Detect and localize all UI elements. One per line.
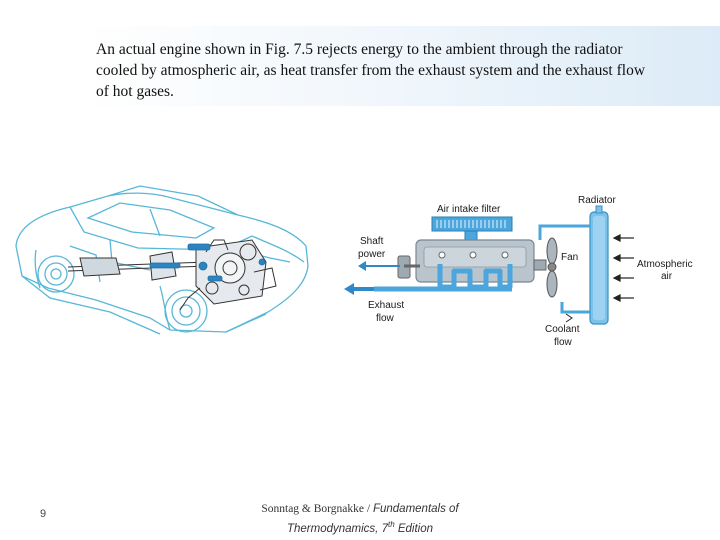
footer-separator: / (364, 503, 373, 515)
radiator-core (593, 216, 605, 320)
footer-title-line1: Fundamentals of (372, 503, 459, 515)
label-exhaust-flow-line1: Exhaust (368, 300, 404, 311)
caption-line-3: of hot gases. (96, 83, 174, 100)
car-engine-blue-parts (149, 243, 266, 282)
coolant-hose-top (538, 224, 590, 240)
caption-banner (80, 26, 720, 106)
fan-hub (533, 259, 547, 271)
air-intake-filter-box (431, 216, 513, 232)
radiator-cap (595, 205, 603, 214)
caption-text: An actual engine shown in Fig. 7.5 rejec… (96, 39, 712, 102)
label-atmospheric-air-line1: Atmospheric (637, 259, 693, 270)
footer-authors: Sonntag & Borgnakke (261, 503, 365, 515)
flow-arrows (344, 234, 634, 323)
footer-title-line2: Thermodynamics, 7 (286, 522, 388, 535)
label-coolant-flow-line1: Coolant (545, 324, 580, 335)
label-exhaust-flow-line2: flow (376, 313, 395, 324)
cylinder-2 (469, 251, 477, 259)
coolant-flow-pointer (565, 313, 573, 323)
fan (546, 237, 558, 298)
label-shaft-power-line1: Shaft (360, 236, 384, 247)
label-coolant-flow-line2: flow (554, 337, 573, 348)
coolant-hose-bottom (560, 302, 590, 314)
label-shaft-power-line2: power (358, 249, 386, 260)
label-fan: Fan (561, 252, 578, 263)
footer-title-line2-end: Edition (394, 522, 433, 535)
exhaust-flow-arrow (344, 283, 354, 295)
caption-line-2: cooled by atmospheric air, as heat trans… (96, 62, 646, 79)
car-engine-block (67, 239, 277, 311)
label-atmospheric-air-line2: air (661, 271, 673, 282)
caption-line-1: An actual engine shown in Fig. 7.5 rejec… (96, 41, 623, 58)
label-air-intake-filter: Air intake filter (437, 204, 501, 215)
shaft-power-arrow (358, 261, 366, 271)
cylinder-1 (438, 251, 446, 259)
page-number: 9 (40, 508, 47, 520)
atmospheric-air-arrows (612, 234, 634, 302)
air-intake-filter-ribs (436, 220, 506, 228)
engine-schematic (374, 205, 609, 325)
footer-title-sup: th (387, 520, 395, 529)
label-radiator: Radiator (578, 195, 616, 206)
intake-neck (464, 230, 478, 241)
car-illustration (15, 185, 309, 335)
cylinder-3 (501, 251, 509, 259)
footer-citation: Sonntag & Borgnakke / Fundamentals of Th… (240, 502, 480, 537)
